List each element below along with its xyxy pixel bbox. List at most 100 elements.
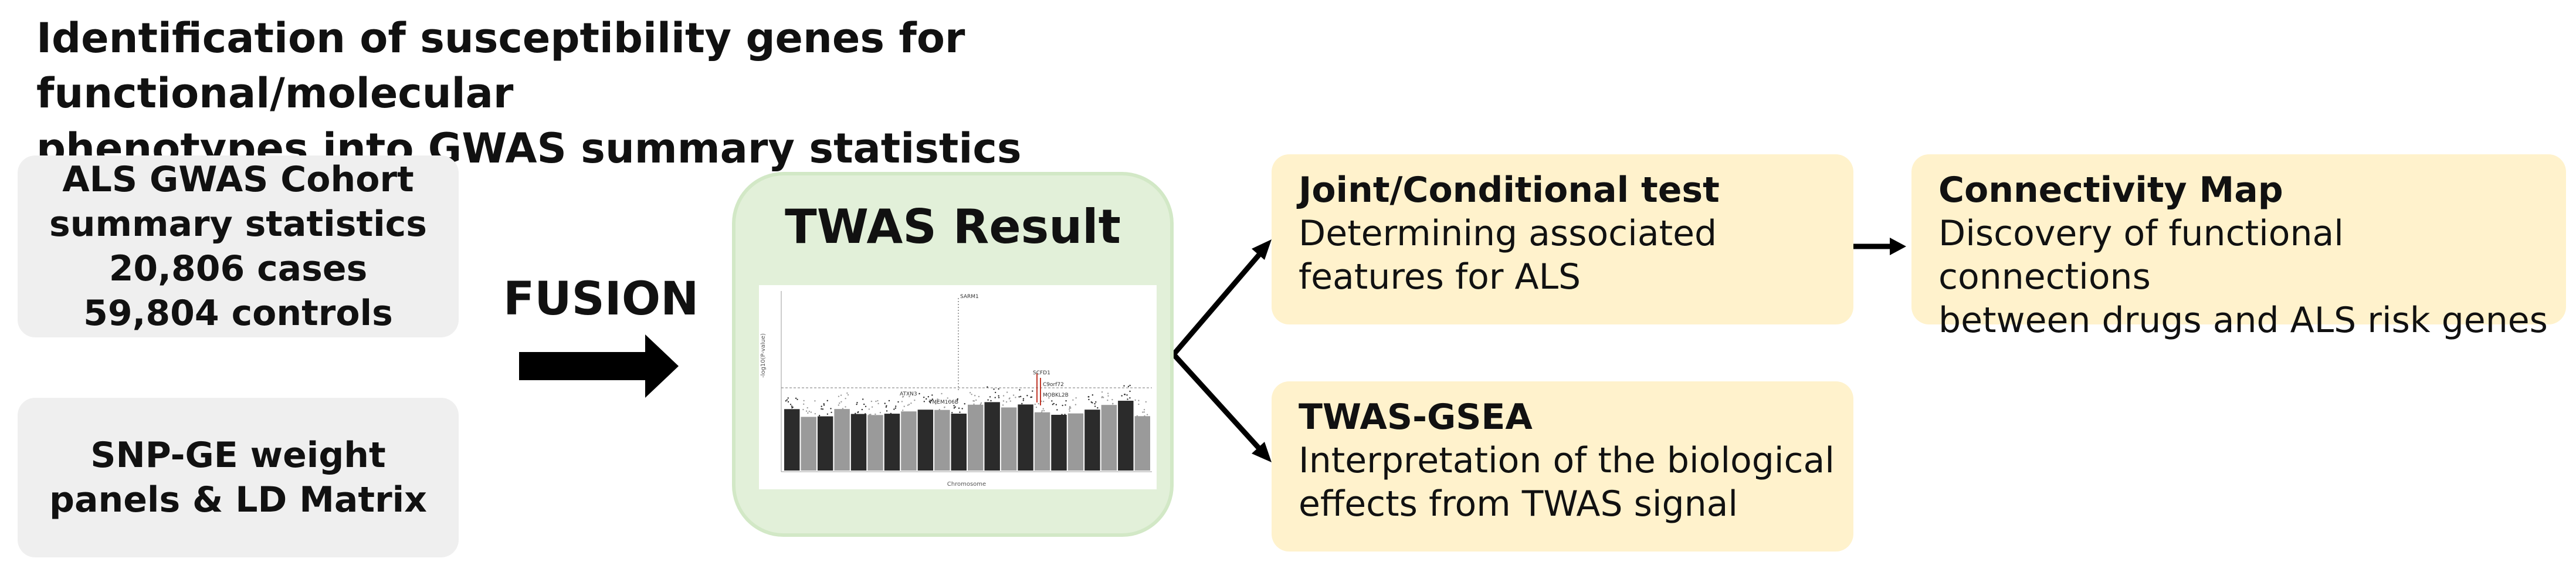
snp-point (787, 401, 789, 403)
snp-point (998, 388, 999, 390)
snp-point (846, 392, 848, 394)
snp-point (856, 402, 858, 404)
chromosome-block (934, 410, 950, 471)
snp-point (931, 394, 933, 396)
snp-point (789, 404, 792, 405)
fusion-arrow (519, 334, 679, 398)
snp-point (1009, 400, 1012, 402)
snp-point (839, 402, 840, 404)
snp-point (847, 394, 849, 396)
snp-point (869, 414, 870, 415)
twas-gsea-box: TWAS-GSEA Interpretation of the biologic… (1272, 381, 1853, 552)
gsea-body-line-2: effects from TWAS signal (1299, 483, 1738, 525)
connectivity-map-box: Connectivity Map Discovery of functional… (1911, 154, 2566, 341)
snp-point (787, 397, 789, 399)
snp-point (989, 396, 991, 398)
snp-point (814, 413, 816, 415)
snp-point (877, 402, 879, 405)
snp-point (1136, 415, 1138, 417)
snp-point (1052, 404, 1054, 405)
snp-point (808, 411, 811, 412)
snp-point (987, 399, 989, 401)
snp-point (1005, 401, 1008, 403)
snp-point (944, 406, 945, 408)
snp-point (902, 410, 904, 411)
snp-point (803, 403, 805, 405)
snp-point (893, 408, 895, 410)
snp-point (1019, 395, 1022, 398)
gsea-body-line-1: Interpretation of the biological (1299, 440, 1835, 481)
snp-point (954, 406, 956, 408)
snp-point (926, 398, 927, 400)
snp-point (894, 407, 896, 409)
snp-point (928, 400, 930, 402)
snp-point (902, 395, 904, 398)
snp-point (877, 400, 879, 402)
snp-point (814, 400, 816, 402)
snp-point (1107, 395, 1109, 397)
snp-point (1088, 398, 1090, 401)
snp-point (845, 406, 846, 408)
snp-point (1124, 394, 1126, 395)
arrow-to-gsea (1171, 352, 1265, 454)
snp-point (975, 399, 977, 401)
arrow-to-joint-head (1252, 239, 1272, 260)
snp-point (895, 405, 897, 407)
snp-point (1138, 400, 1140, 401)
gsea-heading: TWAS-GSEA (1299, 397, 1533, 438)
snp-point (1022, 400, 1024, 401)
snp-point (862, 398, 864, 400)
plot-x-label: Chromosome (947, 481, 986, 488)
snp-point (897, 401, 899, 403)
snp-point (1129, 397, 1131, 399)
snp-point (907, 404, 909, 406)
snp-point (1022, 398, 1025, 400)
snp-point (951, 412, 953, 414)
cohort-line-1: ALS GWAS Cohort (62, 159, 414, 200)
snp-ge-weight-panels-box: SNP-GE weight panels & LD Matrix (18, 398, 459, 557)
snp-point (795, 397, 797, 400)
snp-point (865, 413, 866, 415)
gene-label-atxn3: ATXN3 (900, 391, 917, 397)
chromosome-block (1067, 413, 1084, 471)
snp-point (1019, 389, 1021, 391)
snp-point (1144, 415, 1145, 417)
cohort-cases: 20,806 cases (109, 248, 368, 289)
figure-title: Identification of susceptibility genes f… (36, 11, 1385, 176)
snp-point (1146, 414, 1148, 415)
snp-point (1075, 397, 1077, 399)
joint-heading: Joint/Conditional test (1299, 170, 1720, 211)
snp-point (1038, 402, 1039, 405)
snp-point (785, 400, 787, 402)
snp-point (822, 408, 824, 410)
snp-point (909, 395, 910, 398)
snp-point (857, 411, 859, 413)
twas-result-title: TWAS Result (785, 199, 1121, 254)
chromosome-block (984, 402, 1000, 471)
snp-point (1068, 408, 1070, 410)
snp-point (1111, 398, 1113, 401)
chromosome-block (1001, 407, 1017, 471)
snp-point (884, 402, 886, 404)
snp-point (910, 402, 912, 404)
snp-point (1012, 394, 1015, 396)
snp-point (990, 400, 992, 402)
twas-result-box: TWAS Result -log10(P-value) Chromosome S… (732, 172, 1174, 537)
snp-point (1129, 384, 1131, 387)
snp-point (840, 401, 842, 403)
arrow-to-gsea-head (1252, 442, 1272, 462)
snp-point (1075, 404, 1077, 405)
snp-point (1138, 403, 1140, 405)
snp-point (994, 391, 996, 394)
cohort-controls: 59,804 controls (83, 293, 393, 334)
snp-point (961, 408, 963, 410)
snp-point (805, 410, 808, 412)
snp-point (1002, 395, 1005, 397)
cmap-body-line-2: between drugs and ALS risk genes (1938, 300, 2548, 341)
panels-line-1: SNP-GE weight (90, 435, 386, 476)
snp-point (791, 407, 793, 409)
chromosome-block (801, 417, 816, 471)
snp-point (969, 392, 971, 394)
snp-point (1041, 410, 1043, 412)
snp-point (923, 397, 925, 398)
